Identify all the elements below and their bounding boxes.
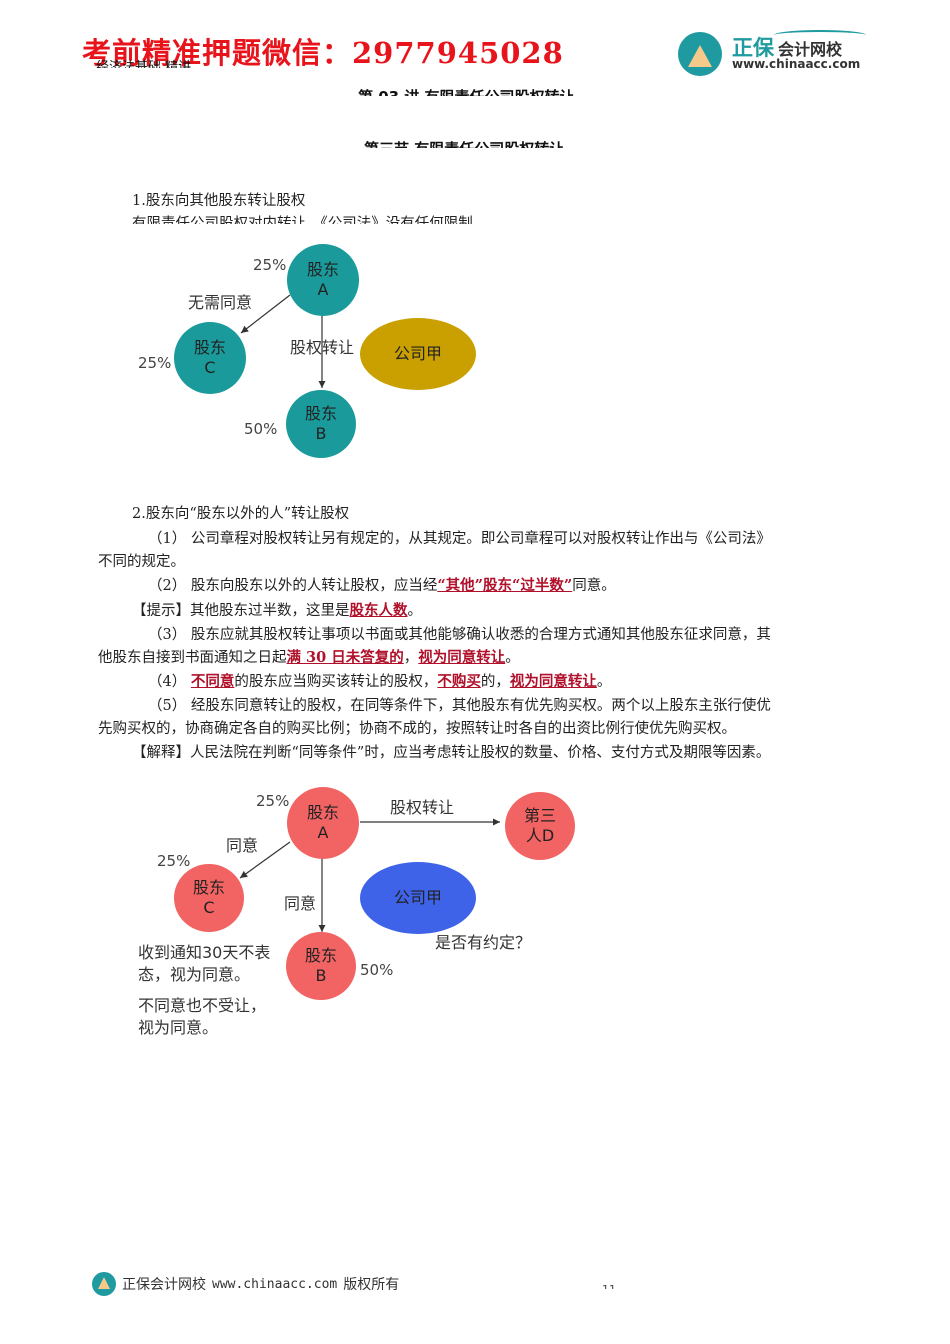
node2-c-label: 股东 bbox=[192, 878, 225, 897]
node-c-id: C bbox=[204, 358, 216, 377]
footer-rights: 版权所有 bbox=[343, 1277, 400, 1293]
item4-text: 的股东应当购买该转让的股权， bbox=[234, 674, 438, 690]
item3-comma: ， bbox=[403, 650, 419, 666]
item3-end: 。 bbox=[505, 650, 520, 666]
node-shareholder-a: 股东 A bbox=[287, 244, 359, 316]
section2-explain: 【解释】人民法院在判断“同等条件”时，应当考虑转让股权的数量、价格、支付方式及期… bbox=[132, 745, 771, 761]
section2-tip: 【提示】其他股东过半数，这里是股东人数。 bbox=[132, 599, 422, 623]
label2-note-refuse: 不同意也不受让， 视为同意。 bbox=[138, 995, 266, 1039]
item4-highlight-nobuy: 不购买 bbox=[437, 673, 481, 690]
node2-c-percent: 25% bbox=[157, 852, 191, 870]
node-b-label: 股东 bbox=[304, 404, 337, 423]
node-shareholder-c: 股东 C bbox=[174, 322, 246, 394]
node-c-percent: 25% bbox=[138, 354, 172, 372]
tip-highlight: 股东人数 bbox=[349, 602, 408, 619]
footer-logo-icon bbox=[92, 1272, 116, 1296]
footer-brand: 正保会计网校 bbox=[122, 1277, 206, 1293]
item4-highlight-consent: 视为同意转让 bbox=[509, 673, 597, 690]
node-company: 公司甲 bbox=[360, 318, 476, 390]
watermark-text: 考前精准押题微信：2977945028 bbox=[82, 36, 564, 70]
company-label: 公司甲 bbox=[393, 344, 442, 363]
page-number: 11 bbox=[602, 1283, 616, 1289]
tip-text: 【提示】其他股东过半数，这里是 bbox=[132, 603, 350, 619]
section2-item3-line1: （3） 股东应就其股权转让事项以书面或其他能够确认收悉的合理方式通知其他股东征求… bbox=[148, 627, 771, 643]
label2-consent-c: 同意 bbox=[226, 836, 259, 855]
section2-item5-line1: （5） 经股东同意转让的股权，在同等条件下，其他股东有优先购买权。两个以上股东主… bbox=[148, 698, 771, 714]
logo-brand-main: 正保 bbox=[732, 36, 774, 60]
node-a-label: 股东 bbox=[306, 260, 339, 279]
section1-subline-cut: 有限责任公司股权对内转让，《公司法》没有任何限制。 bbox=[132, 216, 488, 224]
section-title: 第三节 有限责任公司股权转让 bbox=[364, 138, 564, 148]
section2-item4: （4） 不同意的股东应当购买该转让的股权，不购买的，视为同意转让。 bbox=[148, 670, 611, 694]
node2-shareholder-b: 股东 B bbox=[286, 932, 356, 1000]
logo-brand-suffix: 会计网校 bbox=[778, 40, 843, 59]
node2-b-percent: 50% bbox=[360, 961, 394, 979]
section2-item1-line2: 不同的规定。 bbox=[98, 554, 185, 570]
logo-brand: 正保会计网校 bbox=[732, 32, 842, 62]
node-b-percent: 50% bbox=[244, 420, 278, 438]
item4-end: 。 bbox=[596, 674, 612, 690]
item2-highlight: “其他”股东“过半数” bbox=[437, 577, 573, 594]
item3-highlight-30days: 满 30 日未答复的 bbox=[286, 649, 404, 666]
node2-a-id: A bbox=[317, 823, 329, 842]
label2-note-30days: 收到通知30天不表 态，视为同意。 bbox=[138, 942, 270, 986]
footer: 正保会计网校 www.chinaacc.com 版权所有 bbox=[92, 1271, 399, 1297]
label2-agreement-question: 是否有约定？ bbox=[435, 933, 532, 952]
item4-text2: 的， bbox=[480, 674, 510, 690]
footer-url[interactable]: www.chinaacc.com bbox=[212, 1276, 338, 1292]
label-no-consent: 无需同意 bbox=[188, 293, 253, 312]
logo-url: www.chinaacc.com bbox=[732, 57, 861, 71]
node2-shareholder-c: 股东 C bbox=[174, 864, 244, 932]
node2-c-id: C bbox=[203, 898, 215, 917]
section1-heading: 1.股东向其他股东转让股权 bbox=[132, 193, 306, 209]
item4-prefix: （4） bbox=[148, 674, 191, 690]
item2-text: （2） 股东向股东以外的人转让股权，应当经 bbox=[148, 578, 438, 594]
cut-header-text: 经济法基础 精讲 bbox=[96, 60, 192, 68]
item3-highlight-consent: 视为同意转让 bbox=[418, 649, 506, 666]
node2-d-id: 人D bbox=[525, 826, 555, 845]
node-b-id: B bbox=[315, 424, 327, 443]
item3-text: 他股东自接到书面通知之日起 bbox=[98, 650, 287, 666]
node2-d-label: 第三 bbox=[523, 806, 556, 825]
item2-text-end: 同意。 bbox=[572, 578, 616, 594]
note1-line1: 收到通知30天不表 bbox=[138, 943, 271, 962]
node-a-percent: 25% bbox=[253, 256, 287, 274]
note2-line1: 不同意也不受让， bbox=[138, 996, 267, 1015]
node-c-label: 股东 bbox=[193, 338, 226, 357]
note1-line2: 态，视为同意。 bbox=[138, 965, 251, 984]
node-shareholder-b: 股东 B bbox=[286, 390, 356, 458]
logo-emblem-icon bbox=[678, 32, 722, 76]
node2-third-party-d: 第三 人D bbox=[505, 792, 575, 860]
logo-arc-decoration bbox=[774, 30, 866, 40]
label-transfer: 股权转让 bbox=[290, 338, 355, 357]
tip-text-end: 。 bbox=[407, 603, 423, 619]
node2-b-id: B bbox=[315, 966, 327, 985]
item4-highlight-disagree: 不同意 bbox=[190, 673, 235, 690]
chinaacc-logo: 正保会计网校 www.chinaacc.com bbox=[678, 28, 878, 78]
node2-company: 公司甲 bbox=[360, 862, 476, 934]
section2-item1-line1: （1） 公司章程对股权转让另有规定的，从其规定。即公司章程可以对股权转让作出与《… bbox=[148, 531, 771, 547]
label2-consent-b: 同意 bbox=[284, 894, 317, 913]
section2-item3-line2: 他股东自接到书面通知之日起满 30 日未答复的，视为同意转让。 bbox=[98, 646, 520, 670]
section2-item5-line2: 先购买权的，协商确定各自的购买比例；协商不成的，按照转让时各自的出资比例行使优先… bbox=[98, 721, 736, 737]
node2-b-label: 股东 bbox=[304, 946, 337, 965]
section2-heading: 2.股东向“股东以外的人”转让股权 bbox=[132, 506, 350, 522]
node-a-id: A bbox=[317, 280, 329, 299]
lecture-title: 第 03 讲 有限责任公司股权转让 bbox=[358, 86, 575, 96]
node2-shareholder-a: 股东 A bbox=[287, 787, 359, 859]
node2-a-percent: 25% bbox=[256, 792, 290, 810]
company2-label: 公司甲 bbox=[393, 888, 442, 907]
label2-transfer: 股权转让 bbox=[390, 798, 455, 817]
node2-a-label: 股东 bbox=[306, 803, 339, 822]
note2-line2: 视为同意。 bbox=[138, 1018, 219, 1037]
section2-item2: （2） 股东向股东以外的人转让股权，应当经“其他”股东“过半数”同意。 bbox=[148, 574, 616, 598]
